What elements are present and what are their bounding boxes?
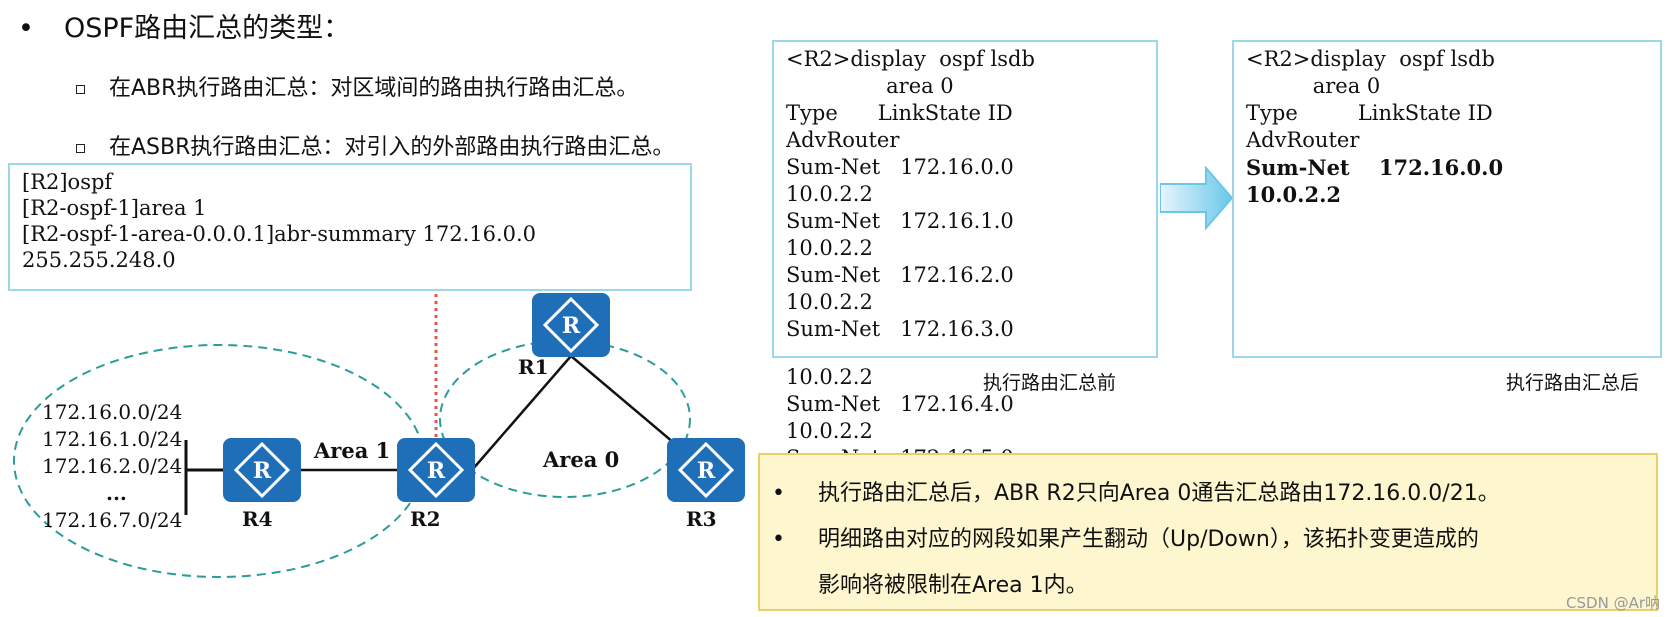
- info-text: 明细路由对应的网段如果产生翻动（Up/Down），该拓扑变更造成的: [818, 527, 1479, 552]
- network-item: 172.16.2.0/24: [42, 454, 183, 478]
- config-box: [R2]ospf [R2-ospf-1]area 1 [R2-ospf-1-ar…: [8, 163, 692, 291]
- lsdb-line: AdvRouter: [786, 128, 900, 152]
- config-line: [R2-ospf-1-area-0.0.0.1]abr-summary 172.…: [22, 222, 537, 246]
- svg-text:R: R: [253, 458, 272, 484]
- router-label-r1: R1: [518, 355, 549, 379]
- svg-text:R: R: [562, 313, 581, 339]
- lsdb-line: 10.0.2.2: [786, 365, 873, 389]
- config-line: 255.255.248.0: [22, 248, 176, 272]
- router-r2-icon: R: [397, 438, 475, 502]
- slide-title: • OSPF路由汇总的类型：: [18, 6, 350, 45]
- lsdb-line: Sum-Net 172.16.0.0: [786, 155, 1014, 179]
- lsdb-before-box: <R2>display ospf lsdb area 0 Type LinkSt…: [772, 40, 1158, 358]
- info-text: 执行路由汇总后，ABR R2只向Area 0通告汇总路由172.16.0.0/2…: [818, 481, 1500, 506]
- network-item: 172.16.1.0/24: [42, 427, 183, 451]
- title-bullet: •: [18, 13, 34, 44]
- lsdb-line: 10.0.2.2: [786, 290, 873, 314]
- lsdb-after-box: <R2>display ospf lsdb area 0 Type LinkSt…: [1232, 40, 1662, 358]
- lsdb-line: <R2>display ospf lsdb: [1246, 47, 1495, 71]
- sub-item-text: 在ASBR执行路由汇总：对引入的外部路由执行路由汇总。: [109, 135, 675, 160]
- lsdb-line: Sum-Net 172.16.4.0: [786, 392, 1014, 416]
- title-text: OSPF路由汇总的类型：: [63, 13, 351, 44]
- lsdb-line: Sum-Net 172.16.3.0: [786, 317, 1014, 341]
- lsdb-line: Sum-Net 172.16.2.0: [786, 263, 1014, 287]
- router-label-r2: R2: [410, 507, 441, 531]
- info-box: • 执行路由汇总后，ABR R2只向Area 0通告汇总路由172.16.0.0/…: [758, 453, 1658, 611]
- lsdb-line: Type LinkState ID: [786, 101, 1013, 125]
- lsdb-before-caption: 执行路由汇总前: [983, 372, 1117, 394]
- square-bullet-icon: [76, 143, 85, 153]
- info-line: • 执行路由汇总后，ABR R2只向Area 0通告汇总路由172.16.0.0/…: [772, 475, 1500, 507]
- lsdb-line: 10.0.2.2: [786, 419, 873, 443]
- config-line: [R2-ospf-1]area 1: [22, 196, 207, 220]
- lsdb-line: 10.0.2.2: [786, 236, 873, 260]
- area-0-label: Area 0: [543, 447, 620, 472]
- lsdb-after-caption: 执行路由汇总后: [1506, 372, 1640, 394]
- router-r4-icon: R: [223, 438, 301, 502]
- network-item: 172.16.0.0/24: [42, 400, 183, 424]
- watermark: CSDN @Ar呐: [1566, 594, 1660, 612]
- lsdb-line: AdvRouter: [1246, 128, 1360, 152]
- network-item: ...: [106, 481, 127, 505]
- network-list: 172.16.0.0/24 172.16.1.0/24 172.16.2.0/2…: [42, 399, 212, 534]
- info-text: 影响将被限制在Area 1内。: [818, 573, 1088, 598]
- info-bullet: •: [772, 481, 785, 506]
- router-r3-icon: R: [667, 438, 745, 502]
- svg-text:R: R: [697, 458, 716, 484]
- lsdb-line: 10.0.2.2: [786, 182, 873, 206]
- right-arrow-icon: [1160, 166, 1234, 230]
- sub-item-asbr: 在ASBR执行路由汇总：对引入的外部路由执行路由汇总。: [76, 129, 674, 161]
- link-r2-r1: [471, 355, 572, 471]
- area-1-label: Area 1: [314, 438, 391, 463]
- svg-text:R: R: [427, 458, 446, 484]
- square-bullet-icon: [76, 84, 85, 94]
- lsdb-line: area 0: [1246, 74, 1381, 98]
- info-line: • 明细路由对应的网段如果产生翻动（Up/Down），该拓扑变更造成的: [772, 521, 1479, 553]
- network-item: 172.16.7.0/24: [42, 508, 183, 532]
- lsdb-line-bold: Sum-Net 172.16.0.0: [1246, 155, 1504, 180]
- lsdb-line: area 0: [786, 74, 954, 98]
- info-bullet: •: [772, 527, 785, 552]
- topology-diagram: R R R R: [13, 293, 745, 578]
- router-label-r3: R3: [686, 507, 717, 531]
- info-line: 影响将被限制在Area 1内。: [772, 567, 1088, 599]
- lsdb-line: Sum-Net 172.16.1.0: [786, 209, 1014, 233]
- lsdb-line: Type LinkState ID: [1246, 101, 1493, 125]
- sub-item-text: 在ABR执行路由汇总：对区域间的路由执行路由汇总。: [109, 76, 639, 101]
- sub-item-abr: 在ABR执行路由汇总：对区域间的路由执行路由汇总。: [76, 70, 638, 102]
- lsdb-line-bold: 10.0.2.2: [1246, 182, 1341, 207]
- config-line: [R2]ospf: [22, 170, 113, 194]
- router-label-r4: R4: [242, 507, 273, 531]
- router-r1-icon: R: [532, 293, 610, 357]
- lsdb-line: <R2>display ospf lsdb: [786, 47, 1035, 71]
